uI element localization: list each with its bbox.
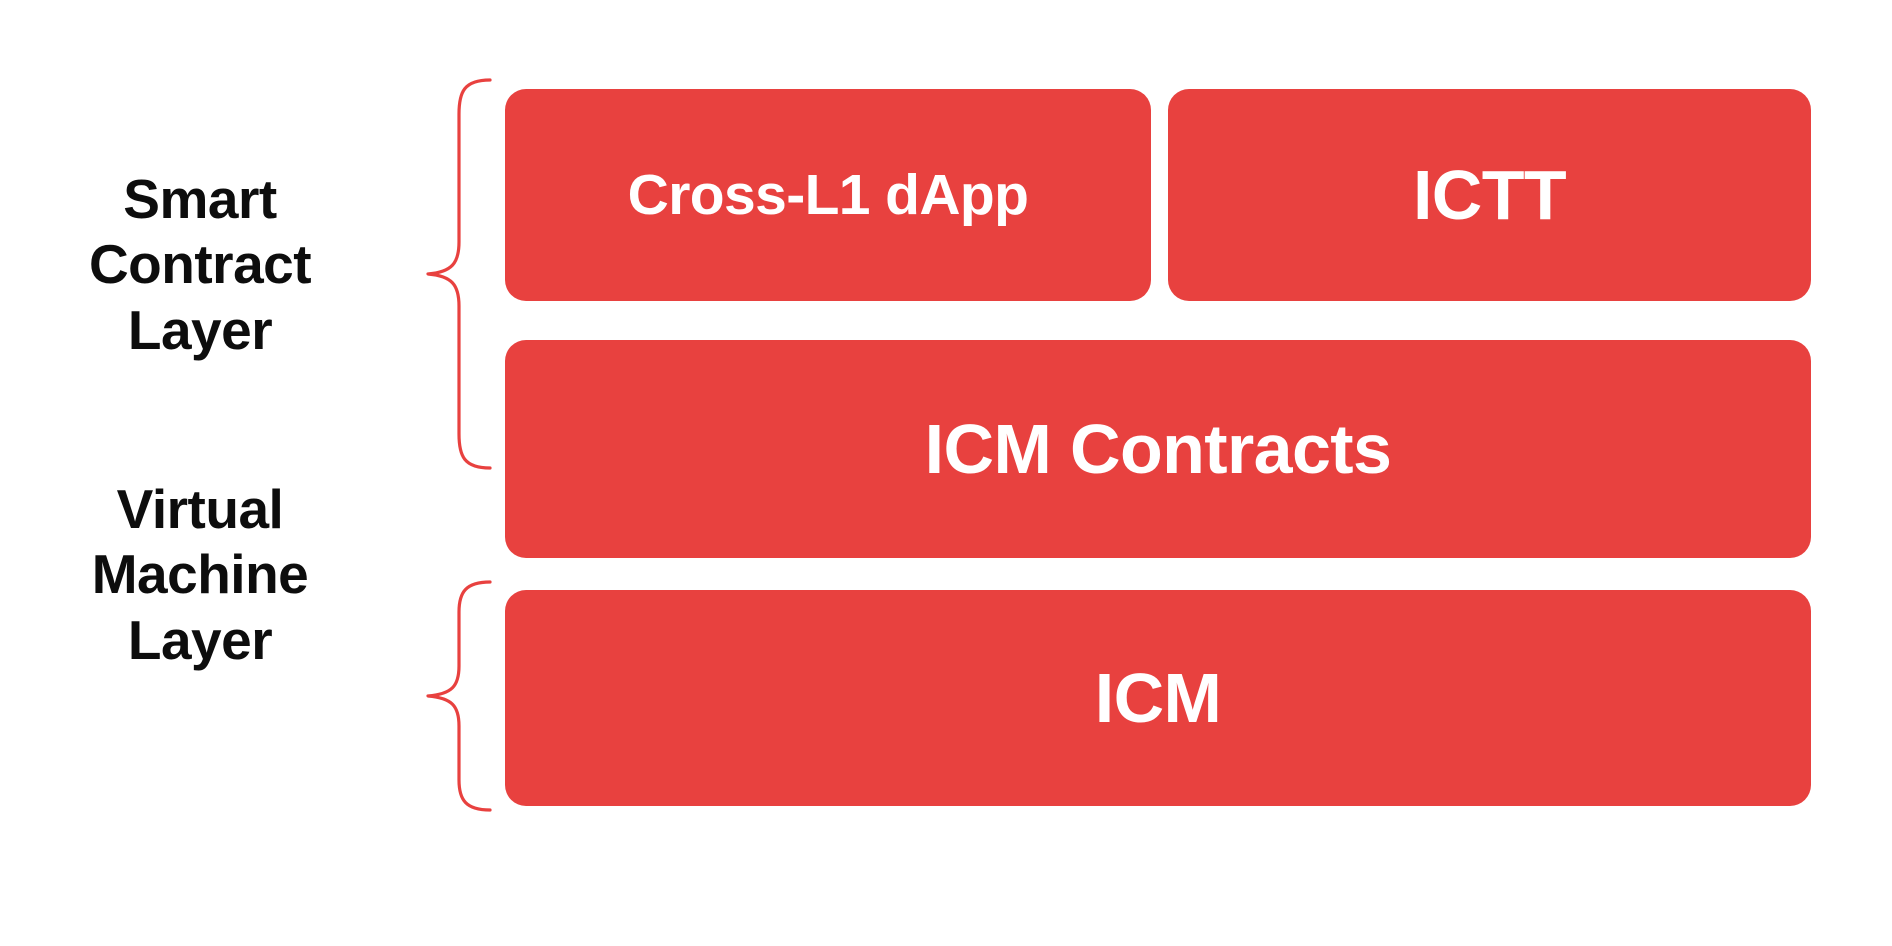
node-box-icm[interactable]: ICM — [505, 590, 1811, 806]
left-curly-brace-icon-smart-contract — [426, 78, 492, 470]
layer-label-virtual-machine: Virtual Machine Layer — [91, 477, 309, 671]
node-box-icm-contracts[interactable]: ICM Contracts — [505, 340, 1811, 558]
node-box-cross-l1-dapp[interactable]: Cross-L1 dApp — [505, 89, 1151, 301]
layer-label-smart-contract: Smart Contract Layer — [88, 167, 312, 361]
left-curly-brace-icon-virtual-machine — [426, 580, 492, 812]
node-box-ictt[interactable]: ICTT — [1168, 89, 1811, 301]
